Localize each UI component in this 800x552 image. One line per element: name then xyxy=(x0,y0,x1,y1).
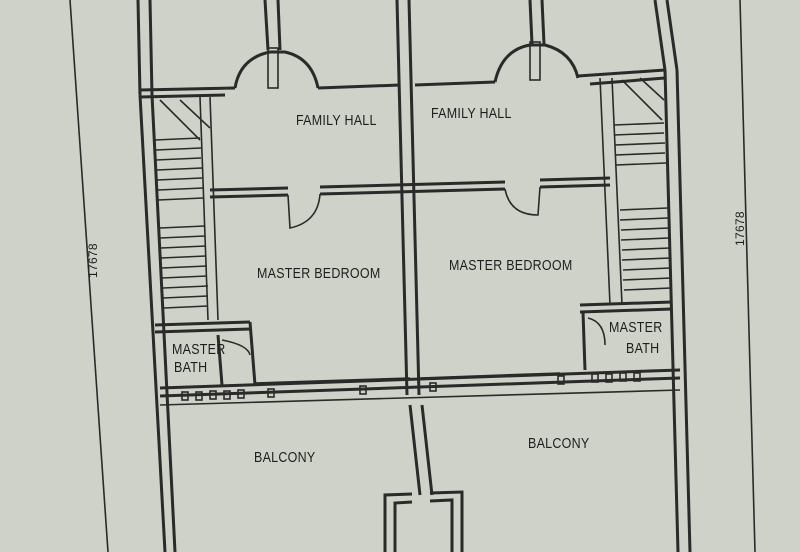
hall-bedroom-wall xyxy=(209,176,611,229)
balcony-wall xyxy=(159,368,681,406)
left-master-bath-walls xyxy=(154,320,257,386)
left-dimension-label: 17678 xyxy=(86,243,100,278)
master-bath-left-label-line1: MASTER xyxy=(172,342,226,358)
master-bedroom-left-label: MASTER BEDROOM xyxy=(257,266,381,282)
balcony-left-label: BALCONY xyxy=(254,450,316,466)
balcony-right-label: BALCONY xyxy=(528,436,590,452)
left-staircase xyxy=(154,96,219,321)
right-dimension-label: 17678 xyxy=(733,211,747,246)
master-bath-right-label-line2: BATH xyxy=(626,341,660,357)
family-hall-top-wall xyxy=(139,0,666,99)
party-wall xyxy=(395,0,434,496)
master-bedroom-right-label: MASTER BEDROOM xyxy=(449,258,573,274)
bottom-stair-landing xyxy=(383,490,464,552)
right-master-bath-walls xyxy=(579,300,673,371)
family-hall-left-label: FAMILY HALL xyxy=(296,113,377,129)
right-dimension-line xyxy=(739,0,756,552)
family-hall-right-label: FAMILY HALL xyxy=(431,106,512,122)
master-bath-left-label-line2: BATH xyxy=(174,360,208,376)
master-bath-right-label-line1: MASTER xyxy=(609,320,663,336)
right-staircase xyxy=(599,77,672,306)
left-dimension-line xyxy=(69,0,109,552)
